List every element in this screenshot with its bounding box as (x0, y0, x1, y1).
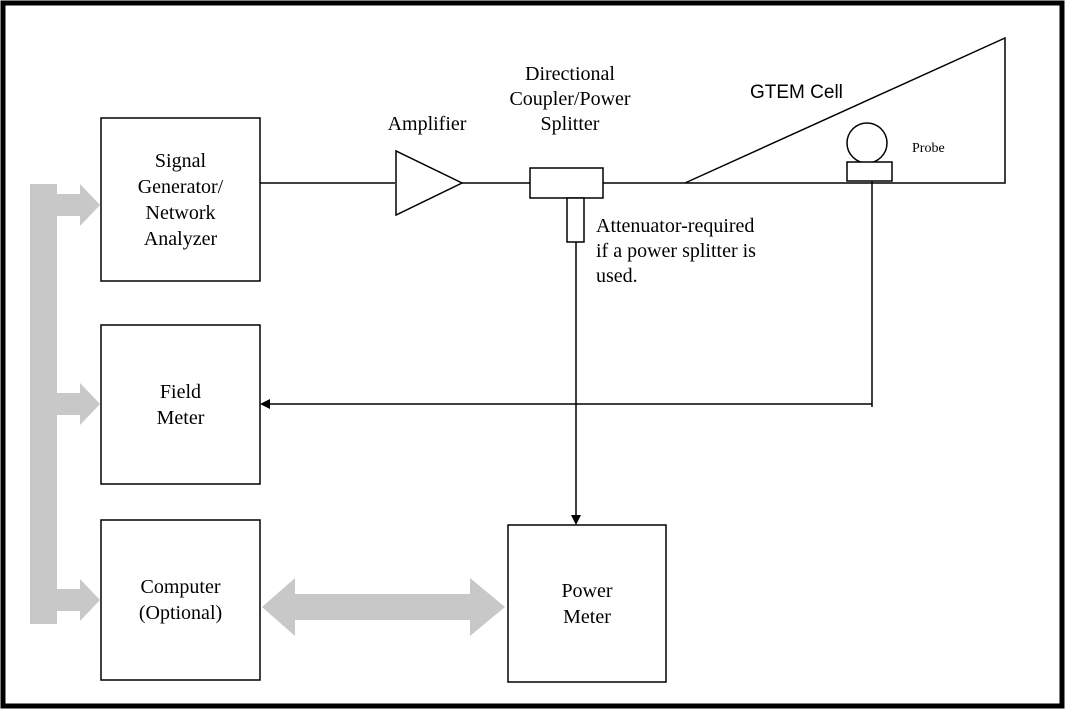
gtem-cell-shape (684, 36, 1006, 184)
computer-label: Computer (Optional) (101, 520, 260, 680)
signal-generator-box (100, 117, 261, 282)
attenuator-symbol (566, 197, 585, 243)
bus-arrow-signal-generator (57, 184, 100, 226)
field-meter-line-1: Field (159, 380, 202, 403)
coupler-label: Directional Coupler/Power Splitter (509, 62, 630, 137)
coupler-line-3: Splitter (540, 113, 600, 135)
computer-line-1: Computer (140, 576, 221, 598)
attenuator-line-3: used. (596, 265, 638, 287)
gtem-cell-label: GTEM Cell (750, 82, 843, 103)
probe-circle (846, 122, 888, 164)
signal-generator-line-4: Analyzer (143, 227, 218, 250)
field-meter-line-2: Meter (156, 406, 205, 429)
probe-label: Probe (912, 141, 945, 156)
bus-arrows (30, 184, 505, 636)
bus-arrow-computer (57, 579, 100, 621)
attenuator-label: Attenuator-required if a power splitter … (596, 214, 756, 289)
computer-line-2: (Optional) (138, 602, 223, 624)
amplifier-label: Amplifier (387, 113, 467, 135)
computer-box (100, 519, 261, 681)
signal-generator-label: Signal Generator/ Network Analyzer (101, 118, 260, 281)
amplifier-symbol (395, 149, 464, 217)
signal-generator-line-3: Network (145, 201, 216, 224)
attenuator-line-2: if a power splitter is (596, 240, 756, 262)
attenuator-line-1: Attenuator-required (596, 215, 755, 237)
power-meter-line-1: Power (561, 579, 613, 602)
coupler-symbol (529, 167, 604, 199)
power-meter-box (507, 524, 667, 683)
coupler-line-2: Coupler/Power (509, 88, 631, 110)
signal-generator-line-2: Generator/ (137, 175, 224, 198)
power-meter-line-2: Meter (563, 605, 611, 628)
coupler-line-1: Directional (525, 63, 615, 85)
signal-generator-line-1: Signal (154, 149, 207, 172)
double-arrow-computer-powermeter (262, 578, 505, 636)
field-meter-label: Field Meter (101, 325, 260, 484)
bus-arrow-field-meter (57, 383, 100, 425)
probe-base (846, 161, 893, 182)
power-meter-label: Power Meter (508, 525, 666, 682)
vertical-bus (30, 184, 57, 624)
